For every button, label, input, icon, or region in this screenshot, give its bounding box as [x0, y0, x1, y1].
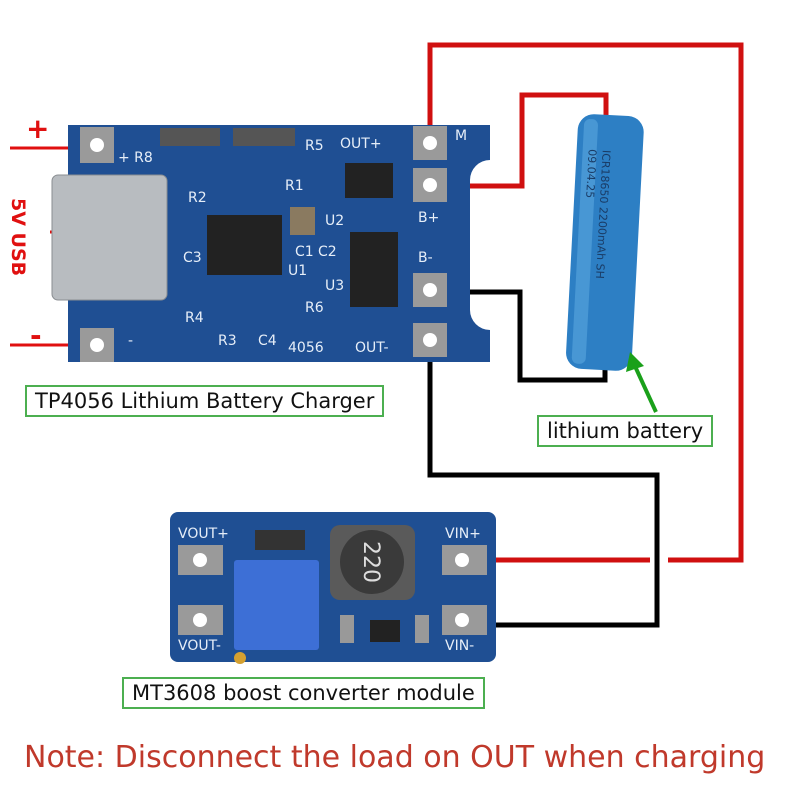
led-1 [160, 128, 220, 146]
led-2 [233, 128, 295, 146]
silk-r2: R2 [188, 190, 207, 206]
mt3608-label: MT3608 boost converter module [122, 677, 485, 709]
battery-label: lithium battery [537, 415, 714, 447]
silk-r4: R4 [185, 310, 204, 326]
usb-plus-label: + [26, 112, 49, 145]
charging-note: Note: Disconnect the load on OUT when ch… [24, 740, 766, 775]
wire-black-b-minus [430, 289, 608, 383]
silk-r1: R1 [285, 178, 304, 194]
silk-r6: R6 [305, 300, 324, 316]
chip-u1 [207, 215, 282, 275]
wire-red-out-plus [427, 42, 744, 563]
mt3608-board: 220 VOUT+ VOUT- VIN+ VIN- [170, 512, 496, 664]
silk-plus-r8: + R8 [118, 150, 153, 166]
silk-out-plus: OUT+ [340, 136, 382, 152]
silk-u1: U1 [288, 263, 307, 279]
trimmer-potentiometer [234, 560, 319, 650]
silk-u3: U3 [325, 278, 344, 294]
battery-18650: ICR18650 2200mAh SH 09.04.25 [566, 114, 644, 371]
usb-5v-label: 5V USB [7, 198, 29, 276]
wire-black-out-minus [427, 342, 660, 628]
silk-vin-minus: VIN- [445, 638, 474, 654]
silk-r5: R5 [305, 138, 324, 154]
silk-vout-plus: VOUT+ [178, 526, 229, 542]
chip-u3 [350, 232, 398, 307]
silk-b-plus: B+ [418, 210, 439, 226]
silk-m: M [455, 128, 467, 144]
silk-c1: C1 [295, 244, 314, 260]
silk-minus: - [128, 333, 133, 349]
chip-u2 [345, 163, 393, 198]
usb-minus-label: - [30, 319, 42, 352]
silk-vin-plus: VIN+ [445, 526, 481, 542]
silk-b-minus: B- [418, 250, 433, 266]
inductor [340, 530, 404, 594]
battery-print-date: 09.04.25 [583, 149, 599, 199]
silk-c3: C3 [183, 250, 202, 266]
silk-u2: U2 [325, 213, 344, 229]
silk-4056: 4056 [288, 340, 324, 356]
silk-c2: C2 [318, 244, 337, 260]
green-arrow [626, 352, 658, 413]
tp4056-board: OUT+ M B+ B- OUT- 4056 + R8 - R1 R2 R3 C… [51, 125, 490, 362]
silk-r3: R3 [218, 333, 237, 349]
silk-c4: C4 [258, 333, 277, 349]
silk-vout-minus: VOUT- [178, 638, 221, 654]
wire-red-b-plus [430, 92, 609, 189]
silk-out-minus: OUT- [355, 340, 389, 356]
usb-c-connector [51, 174, 168, 301]
inductor-label: 220 [358, 541, 383, 583]
tp4056-label: TP4056 Lithium Battery Charger [25, 385, 385, 417]
